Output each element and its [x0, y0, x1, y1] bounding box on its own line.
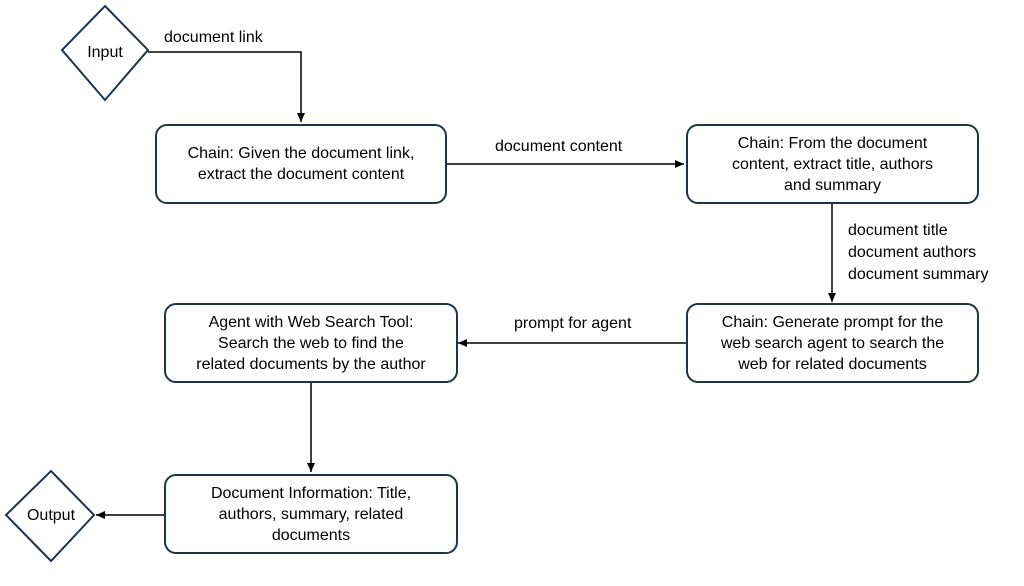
document-information-line: documents [271, 526, 351, 544]
chain-generate-prompt-line: web for related documents [738, 355, 927, 373]
arrow-input-to-extract [148, 51, 305, 122]
input-diamond [60, 4, 150, 102]
edge-label-document-link: document link [164, 29, 263, 46]
chain-extract-meta-line: content, extract title, authors [732, 155, 933, 173]
chain-extract-content-line: extract the document content [197, 166, 405, 183]
chain-generate-prompt-box: Chain: Generate prompt for the web searc… [686, 303, 979, 383]
chain-extract-content-box: Chain: Given the document link, extract … [155, 124, 447, 204]
agent-web-search-line: Agent with Web Search Tool: [208, 313, 414, 331]
document-information-box: Document Information: Title, authors, su… [164, 474, 458, 554]
chain-extract-meta-box: Chain: From the document content, extrac… [686, 124, 979, 204]
agent-web-search-box: Agent with Web Search Tool: Search the w… [164, 303, 458, 383]
agent-web-search-line: Search the web to find the [218, 334, 404, 352]
edge-label-prompt-for-agent: prompt for agent [514, 315, 632, 332]
chain-extract-meta-line: Chain: From the document [737, 134, 928, 152]
chain-generate-prompt-line: Chain: Generate prompt for the [721, 313, 944, 331]
edge-label-document-summary: document summary [848, 266, 989, 283]
input-label: Input [87, 44, 123, 61]
edge-label-document-content: document content [495, 138, 623, 155]
edge-label-document-authors: document authors [848, 244, 977, 261]
chain-generate-prompt-line: web search agent to search the [720, 334, 945, 352]
output-label: Output [26, 507, 76, 524]
chain-extract-meta-line: and summary [784, 176, 881, 194]
output-diamond [4, 469, 96, 563]
document-information-line: Document Information: Title, [210, 484, 412, 502]
document-information-line: authors, summary, related [218, 505, 404, 523]
edge-label-document-title: document title [848, 222, 948, 239]
agent-web-search-line: related documents by the author [196, 355, 426, 373]
chain-extract-content-line: Chain: Given the document link, [187, 145, 415, 162]
